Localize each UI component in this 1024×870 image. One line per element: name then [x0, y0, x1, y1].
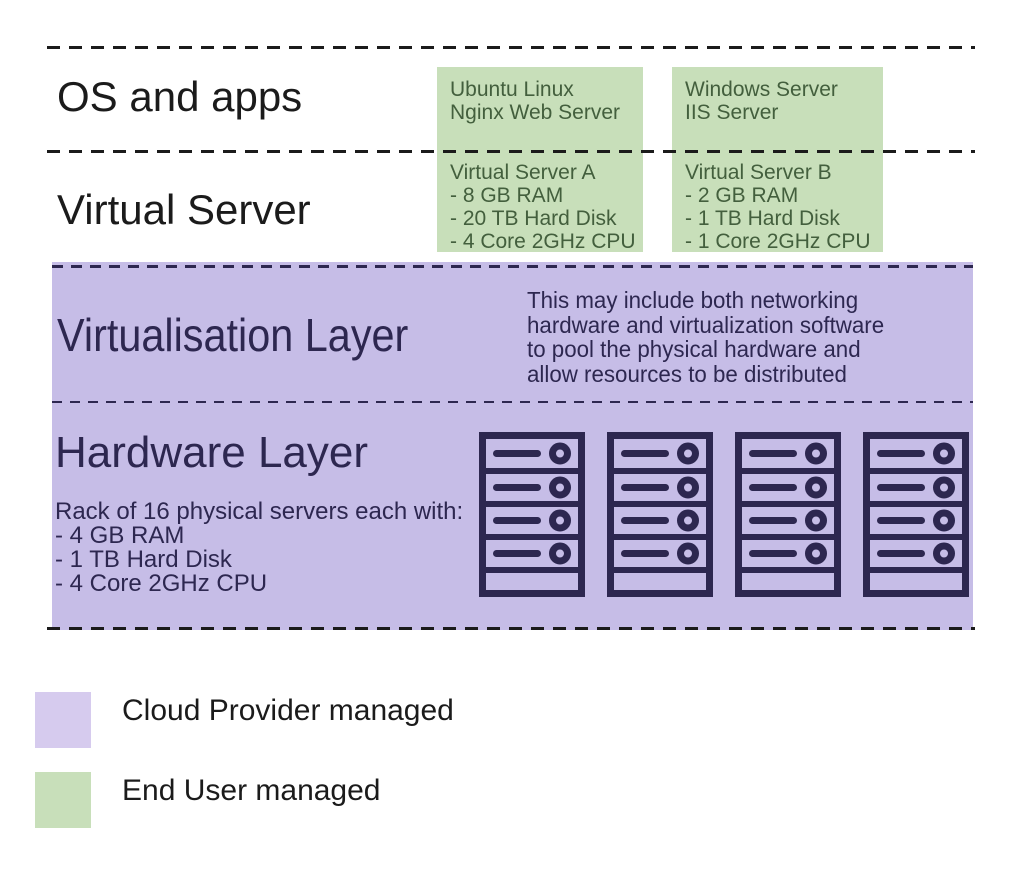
legend-label-end-user: End User managed: [122, 774, 381, 807]
end-user-stack-b: [672, 67, 883, 252]
stack-a-os-text: Ubuntu Linux Nginx Web Server: [450, 78, 621, 124]
virtualisation-layer-band: [52, 262, 973, 403]
stack-a-vm-text: Virtual Server A - 8 GB RAM - 20 TB Hard…: [450, 161, 636, 253]
server-rack-icon: [863, 432, 969, 597]
server-rack-icon: [735, 432, 841, 597]
virtualisation-layer-description: This may include both networking hardwar…: [527, 287, 885, 387]
end-user-stack-a: [437, 67, 643, 252]
hardware-layer-description: Rack of 16 physical servers each with: -…: [55, 498, 464, 597]
legend-swatch-cloud-provider: [35, 692, 91, 748]
dashed-separator-virtualisation-top: [52, 265, 973, 268]
server-rack-icon: [479, 432, 585, 597]
dashed-separator-virtualisation-hardware: [52, 401, 973, 403]
hardware-layer-title: Hardware Layer: [55, 428, 369, 477]
dashed-separator-os-vm: [47, 150, 975, 153]
stack-b-vm-text: Virtual Server B - 2 GB RAM - 1 TB Hard …: [685, 161, 871, 253]
virtualisation-layer-title: Virtualisation Layer: [57, 309, 409, 361]
dashed-separator-top: [47, 46, 975, 49]
row-label-virtual-server: Virtual Server: [57, 186, 311, 233]
legend-swatch-end-user: [35, 772, 91, 828]
dashed-separator-bottom: [47, 627, 975, 630]
legend-label-cloud-provider: Cloud Provider managed: [122, 694, 454, 727]
server-rack-icon: [607, 432, 713, 597]
stack-b-os-text: Windows Server IIS Server: [685, 78, 838, 124]
row-label-os-and-apps: OS and apps: [57, 73, 303, 120]
server-rack-row: [479, 432, 969, 597]
